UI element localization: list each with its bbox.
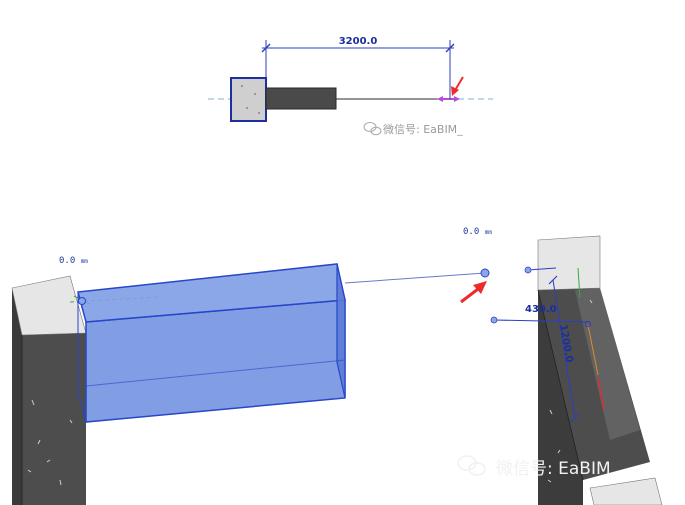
- right-column-light-face: [575, 288, 640, 440]
- dimension-grip[interactable]: [490, 316, 498, 324]
- plan-dimension[interactable]: 3200.0: [261, 36, 455, 99]
- beam-location-line: [344, 272, 486, 284]
- plan-watermark-text: 微信号: EaBIM_: [383, 122, 463, 136]
- red-pointer-arrow-icon: [451, 76, 464, 96]
- right-column[interactable]: [537, 235, 663, 505]
- plan-view: 3200.0 微信号: EaBIM_: [208, 36, 493, 136]
- beam-face-end: [336, 263, 346, 399]
- right-column-side: [538, 240, 583, 505]
- dimension-grip[interactable]: [524, 266, 532, 274]
- plan-column-speck: [246, 107, 248, 109]
- dimension-width-label: 430.0: [525, 304, 557, 315]
- selected-beam[interactable]: [77, 263, 490, 423]
- view3d-watermark-text: 微信号: EaBIM: [496, 459, 611, 479]
- plan-dimension-label: 3200.0: [339, 36, 378, 47]
- right-column-top: [537, 235, 601, 291]
- beam-end-grip[interactable]: [480, 268, 490, 278]
- wechat-icon: [363, 122, 382, 136]
- right-column-front: [538, 288, 650, 480]
- offset-label-right[interactable]: 0.0 mm: [463, 227, 492, 237]
- wechat-icon: [457, 455, 486, 476]
- right-lower-block-top: [589, 477, 663, 505]
- column-axis-red: [597, 377, 605, 411]
- view3d-watermark: 微信号: EaBIM: [457, 455, 611, 479]
- plan-column-speck: [241, 85, 243, 87]
- offset-label-left[interactable]: 0.0 mm: [59, 256, 88, 266]
- left-column-side: [12, 288, 22, 505]
- red-pointer-arrow-icon: [460, 281, 487, 304]
- view-3d: 0.0 mm 0.0 mm: [11, 227, 663, 505]
- plan-column-speck: [254, 93, 256, 95]
- left-column-front: [22, 333, 86, 505]
- beam-start-grip[interactable]: [78, 297, 86, 305]
- move-handle[interactable]: [437, 96, 460, 102]
- plan-column[interactable]: [230, 77, 267, 122]
- column-axis-green: [577, 267, 581, 299]
- plan-beam[interactable]: [265, 87, 337, 110]
- column-axis-orange: [587, 324, 599, 376]
- plan-watermark: 微信号: EaBIM_: [363, 122, 463, 136]
- left-column-top: [11, 275, 87, 336]
- plan-column-speck: [258, 112, 260, 114]
